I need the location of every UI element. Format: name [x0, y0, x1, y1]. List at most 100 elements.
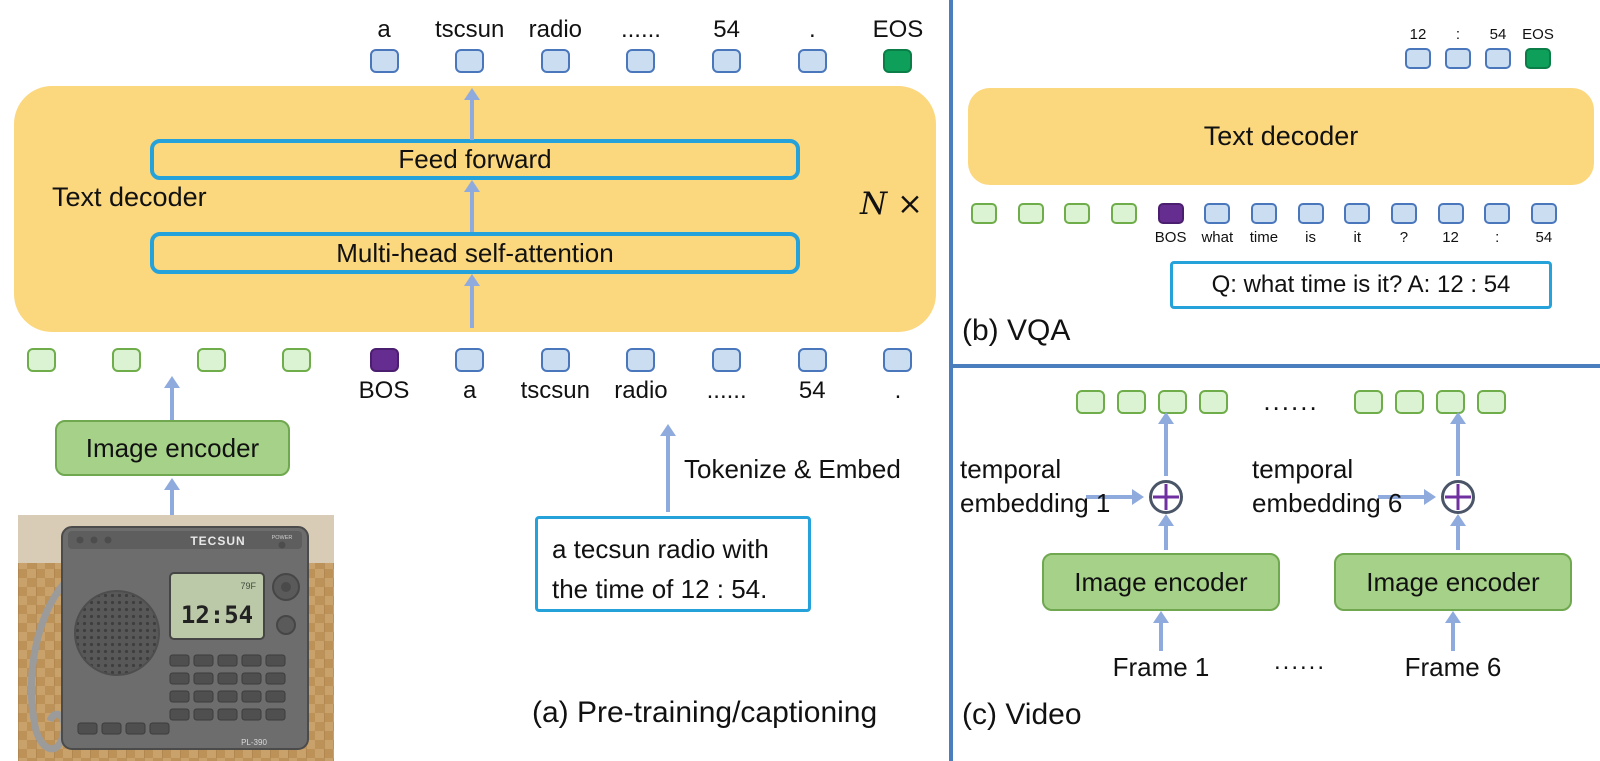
text-decoder-label: Text decoder: [1203, 121, 1359, 151]
token-label: EOS: [872, 16, 924, 43]
token-column: 54: [1480, 26, 1516, 70]
circled-plus-icon: [1441, 480, 1475, 514]
token-column: [112, 348, 141, 372]
arrow-right-icon: [1378, 495, 1426, 499]
arrow-up-icon: [470, 284, 474, 328]
BOS-purple-token: [1157, 203, 1184, 224]
arrow-up-icon: [170, 488, 174, 516]
-blue-token: [1484, 203, 1511, 224]
arrow-up-icon: [1456, 422, 1460, 476]
token-column: what: [1199, 203, 1235, 246]
token-label: 54: [798, 377, 826, 404]
self-attention-label: Multi-head self-attention: [336, 237, 614, 268]
green-token: [1110, 203, 1137, 224]
green-token: [1436, 389, 1465, 414]
arrow-up-icon: [1164, 524, 1168, 550]
arrow-up-icon: [666, 434, 670, 512]
frame-6-label: Frame 6: [1404, 652, 1502, 682]
token-label: .: [894, 377, 902, 404]
token-column: [27, 348, 56, 372]
green-token: [282, 348, 311, 372]
token-label: radio: [528, 16, 582, 43]
image-encoder-label: Image encoder: [1366, 566, 1540, 597]
token-column: a: [431, 348, 509, 405]
radio-lcd: [169, 572, 265, 640]
green-token: [1477, 389, 1506, 414]
vertical-divider: [949, 0, 953, 761]
token-label: ?: [1399, 229, 1409, 246]
is-blue-token: [1297, 203, 1324, 224]
green-token: [197, 348, 226, 372]
-blue-token: [1445, 48, 1471, 70]
token-column: a: [345, 16, 423, 73]
green-token: [1076, 389, 1105, 414]
12-blue-token: [1437, 203, 1464, 224]
token-label: 12: [1442, 229, 1459, 246]
token-column: 54: [688, 16, 766, 73]
54-blue-token: [797, 348, 827, 372]
token-label: 54: [1489, 26, 1507, 43]
repeat-n-times-label: N ×: [860, 186, 923, 222]
panel-a-caption: (a) Pre-training/captioning: [532, 696, 878, 729]
token-label: BOS: [358, 377, 410, 404]
radio-brand-text: TECSUN: [190, 534, 245, 548]
time-blue-token: [1250, 203, 1277, 224]
temporal-label-line1: temporal: [960, 454, 1062, 484]
token-column: .: [859, 348, 937, 405]
54-blue-token: [1485, 48, 1511, 70]
token-label: :: [1495, 229, 1500, 246]
token-label: tscsun: [520, 377, 590, 404]
radio-blue-token: [626, 348, 656, 372]
token-column: [1477, 389, 1506, 414]
arrow-up-icon: [1164, 422, 1168, 476]
token-label: is: [1305, 229, 1317, 246]
token-label: it: [1353, 229, 1362, 246]
token-column: it: [1339, 203, 1375, 246]
arrow-up-icon: [1159, 621, 1163, 651]
token-column: 54: [773, 348, 851, 405]
token-label: 54: [1535, 229, 1553, 246]
green-token: [1158, 389, 1187, 414]
token-column: BOS: [345, 348, 423, 405]
source-caption-line2: the time of 12 : 54.: [552, 574, 768, 604]
token-label: :: [1455, 26, 1461, 43]
token-column: ......: [688, 348, 766, 405]
qa-text: Q: what time is it? A: 12 : 54: [1211, 271, 1511, 298]
arrow-up-icon: [1451, 621, 1455, 651]
token-column: [282, 348, 311, 372]
-blue-token: [712, 348, 742, 372]
token-label: 54: [713, 16, 740, 43]
image-encoder-box: Image encoder: [1042, 553, 1280, 611]
token-column: [966, 203, 1002, 239]
image-encoder-label: Image encoder: [85, 432, 260, 463]
temporal-embedding-1-label: temporal embedding 1: [960, 452, 1110, 520]
image-encoder-box: Image encoder: [1334, 553, 1572, 611]
green-token: [1064, 203, 1091, 224]
radio-illustration: TECSUN POWER 79F 12:54 PL-390: [18, 515, 334, 761]
token-column: [1395, 389, 1424, 414]
token-column: EOS: [1520, 26, 1556, 70]
token-column: radio: [602, 348, 680, 405]
green-token: [27, 348, 56, 372]
ellipsis-text: ......: [1263, 386, 1319, 416]
radio-photo: TECSUN POWER 79F 12:54 PL-390: [18, 515, 334, 761]
token-column: radio: [516, 16, 594, 73]
arrow-up-icon: [470, 98, 474, 140]
token-column: [1354, 389, 1383, 414]
green-token: [112, 348, 141, 372]
token-column: [1106, 203, 1142, 239]
-blue-token: [883, 348, 913, 372]
panel-b-text-decoder-box: Text decoder: [968, 88, 1594, 185]
radio-power-text: POWER: [272, 535, 293, 541]
token-label: BOS: [1154, 229, 1187, 246]
green-token: [1117, 389, 1146, 414]
token-column: 54: [1526, 203, 1562, 246]
token-column: 12: [1400, 26, 1436, 70]
token-label: radio: [614, 377, 668, 404]
a-blue-token: [369, 48, 399, 73]
temporal-label-line2: embedding 1: [960, 488, 1111, 518]
token-column: [1158, 389, 1187, 414]
